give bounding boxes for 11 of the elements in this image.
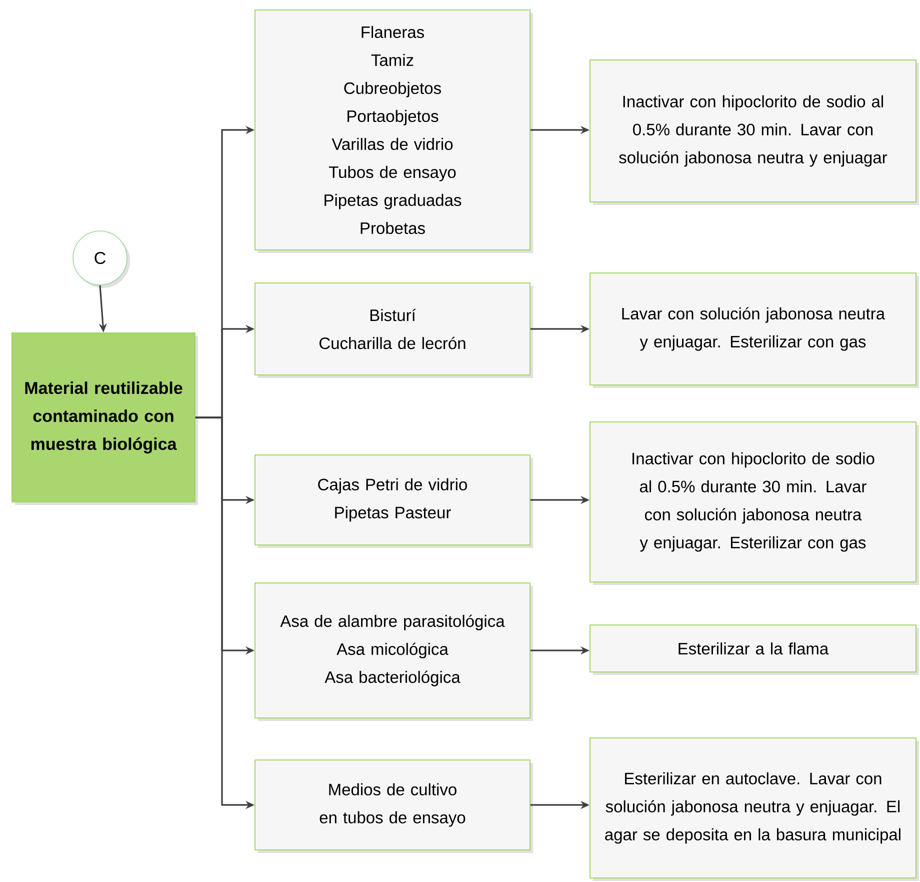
action-box: Inactivar con hipoclorito de sodio al 0.5% durante 30 min. Lavar con solución jabonosa neutra y enjuagar. Esterilizar con gas: [590, 422, 919, 585]
material-box: Bisturí Cucharilla de lecrón: [254, 282, 533, 378]
action-box: Inactivar con hipoclorito de sodio al 0.5% durante 30 min. Lavar con solución jabonosa neutra y enjuagar: [590, 60, 919, 205]
process-box: Material reutilizable contaminado con muestra biológica: [12, 332, 198, 505]
material-box: Medios de cultivo en tubos de ensayo: [254, 760, 533, 853]
action-box: Lavar con solución jabonosa neutra y enjuagar. Esterilizar con gas: [590, 272, 919, 388]
action-box: Esterilizar a la flama: [590, 624, 919, 675]
material-box: Cajas Petri de vidrio Pipetas Pasteur: [254, 454, 533, 548]
action-box: Esterilizar en autoclave. Lavar con solución jabonosa neutra y enjuagar. El agar se deposita en la basura municipal: [590, 738, 919, 881]
material-box: Flaneras Tamiz Cubreobjetos Portaobjetos Varillas de vidrio Tubos de ensayo Pipetas graduadas Probetas: [254, 10, 533, 253]
material-box: Asa de alambre parasitológica Asa micológica Asa bacteriológica: [254, 582, 533, 721]
